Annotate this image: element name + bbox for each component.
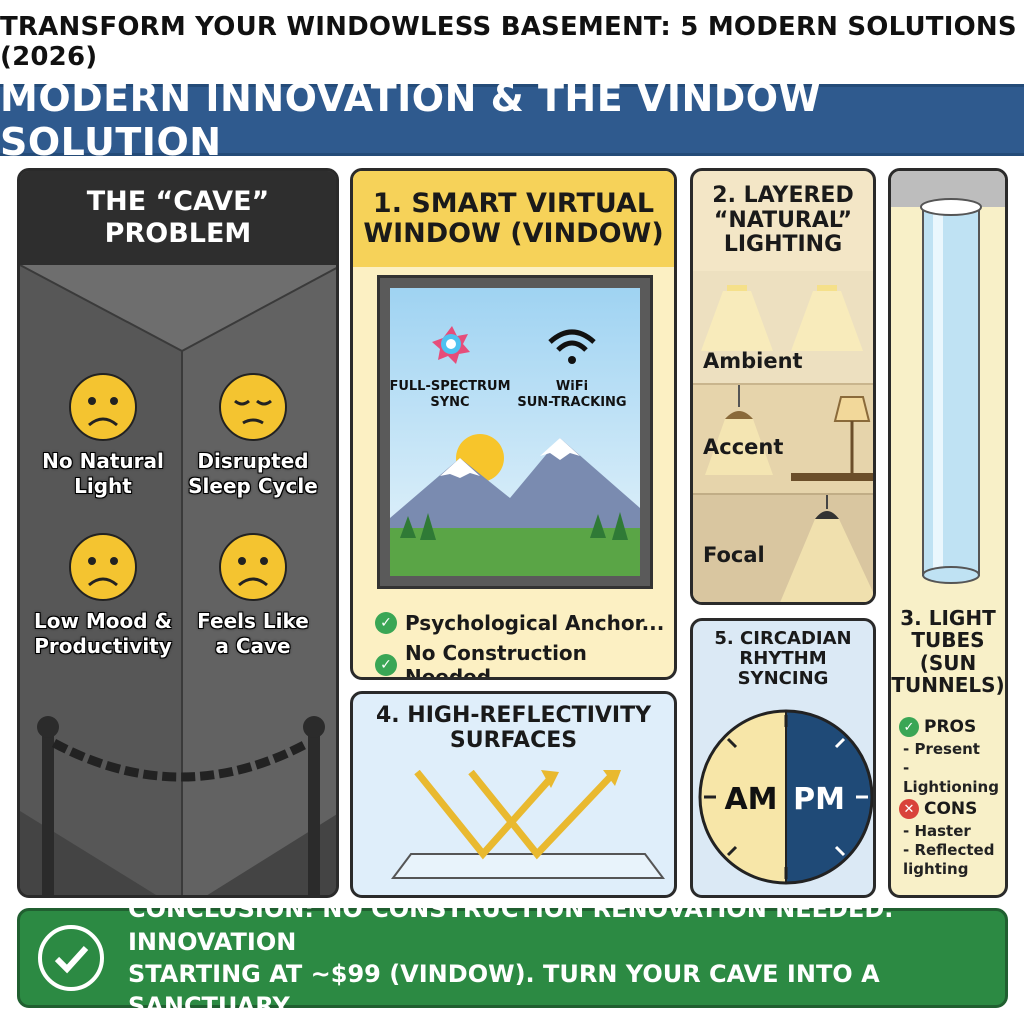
- mountain-scene-illustration: FULL-SPECTRUM SYNC WiFi SUN-TRACKING: [390, 288, 640, 576]
- layered-lighting-panel: 2. LAYERED“NATURAL”LIGHTING Ambient Acce…: [690, 168, 876, 605]
- spotlight-icon: [780, 495, 873, 602]
- svg-text:AM: AM: [724, 782, 777, 817]
- sun-tunnel-illustration: [891, 171, 1005, 584]
- pros-list: ✓PROS - Present - Lightioning: [899, 717, 1005, 796]
- virtual-window-frame: FULL-SPECTRUM SYNC WiFi SUN-TRACKING: [377, 275, 653, 589]
- check-icon: ✓: [899, 717, 919, 737]
- sad-face-icon: [219, 533, 287, 601]
- benefit-item: ✓No Construction Needed: [375, 641, 665, 677]
- cross-icon: ✕: [899, 799, 919, 819]
- sleepy-face-icon: [219, 373, 287, 441]
- conclusion-banner: CONCLUSION: NO CONSTRUCTION RENOVATION N…: [17, 895, 1008, 1020]
- check-icon: ✓: [375, 654, 397, 676]
- wifi-icon: [548, 329, 596, 364]
- vindow-benefits: ✓Psychological Anchor... ✓No Constructio…: [375, 611, 665, 677]
- sad-face-icon: [69, 533, 137, 601]
- svg-text:PM: PM: [793, 782, 845, 817]
- svg-text:FULL-SPECTRUM: FULL-SPECTRUM: [390, 379, 511, 394]
- layered-title: 2. LAYERED“NATURAL”LIGHTING: [712, 183, 854, 258]
- low-mood-item: Low Mood &Productivity: [28, 531, 178, 659]
- check-circle-icon: [38, 925, 104, 991]
- accent-zone: Accent: [693, 383, 873, 493]
- ceiling-lights-icon: [701, 285, 863, 351]
- svg-text:WiFi: WiFi: [556, 379, 588, 394]
- focal-zone: Focal: [693, 493, 873, 602]
- svg-text:SYNC: SYNC: [430, 395, 469, 410]
- am-pm-clock-icon: AM PM: [698, 709, 873, 885]
- reflection-arrows-illustration: [391, 770, 665, 879]
- cave-title: THE “CAVE”PROBLEM: [20, 171, 336, 265]
- sad-face-icon: [69, 373, 137, 441]
- conclusion-text: CONCLUSION: NO CONSTRUCTION RENOVATION N…: [128, 895, 894, 1021]
- pendant-and-lamp-icon: [705, 385, 873, 481]
- section-banner: MODERN INNOVATION & THE VINDOW SOLUTION: [0, 76, 1024, 164]
- ambient-zone: Ambient: [693, 271, 873, 383]
- cons-list: ✕CONS - Haster - Reflected lighting: [899, 799, 1005, 878]
- benefit-item: ✓Psychological Anchor...: [375, 611, 665, 635]
- check-icon: ✓: [375, 612, 397, 634]
- svg-text:SUN-TRACKING: SUN-TRACKING: [517, 395, 626, 410]
- page-title: TRANSFORM YOUR WINDOWLESS BASEMENT: 5 MO…: [0, 12, 1017, 72]
- full-spectrum-icon: [432, 326, 470, 364]
